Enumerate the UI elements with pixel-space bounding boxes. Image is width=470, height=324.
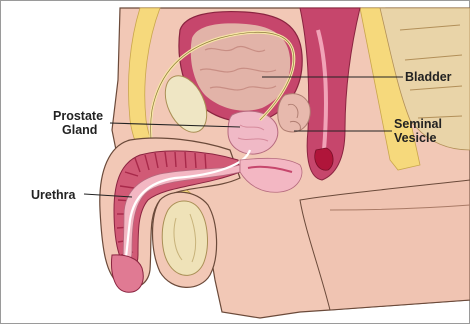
testis — [162, 201, 207, 275]
seminal-label-line1: Seminal — [394, 117, 442, 131]
thigh-contour — [300, 180, 470, 310]
prostate-label-line2: Gland — [62, 123, 97, 137]
urethra-label: Urethra — [31, 188, 77, 202]
seminal-vesicle — [278, 94, 310, 132]
bladder-label: Bladder — [405, 70, 452, 84]
seminal-label-line2: Vesicle — [394, 131, 436, 145]
prostate-gland — [228, 111, 278, 154]
prostate-label-line1: Prostate — [53, 109, 103, 123]
